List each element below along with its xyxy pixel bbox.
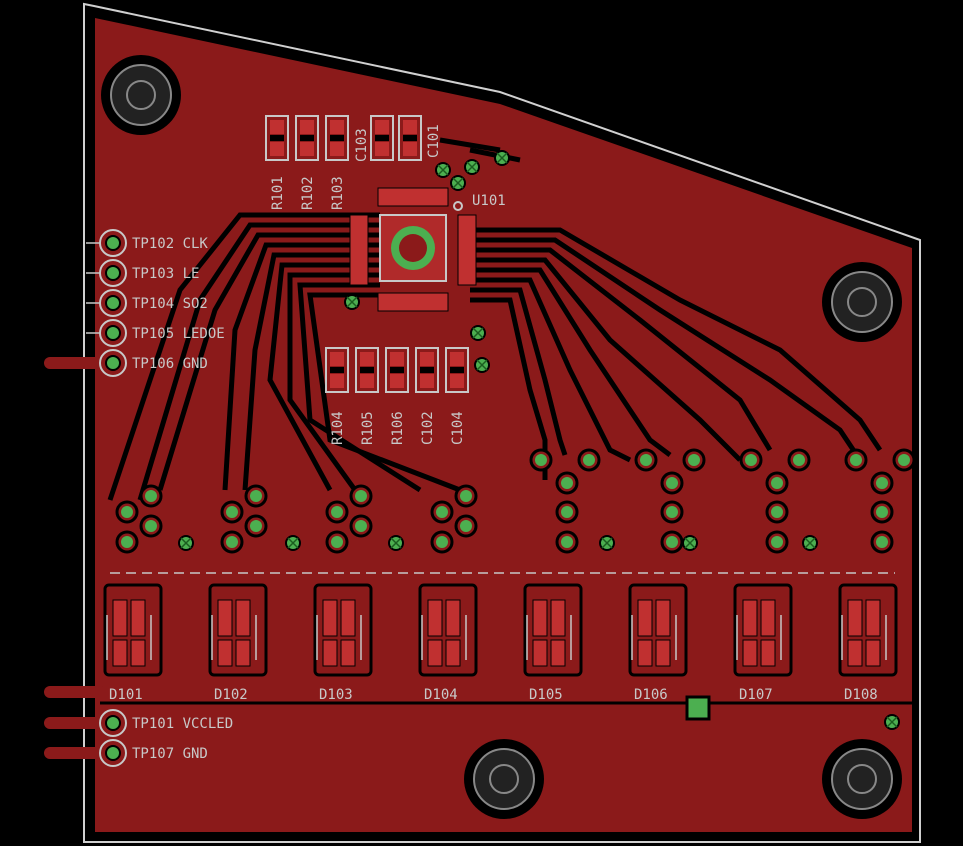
copper-pour <box>95 18 912 832</box>
via <box>802 535 818 551</box>
via <box>388 535 404 551</box>
test-point-label: TP102 CLK <box>132 236 208 252</box>
resistor-r101[interactable] <box>265 115 289 161</box>
label-r103: R103 <box>330 176 346 210</box>
led-array: D101 D102 D103 D104 D105 D106 D107 D108 <box>103 448 916 703</box>
via <box>285 535 301 551</box>
test-point-tp107[interactable]: TP107 GND <box>44 739 208 767</box>
label-c102: C102 <box>420 411 436 445</box>
led-d103[interactable]: D103 <box>313 484 373 703</box>
via <box>599 535 615 551</box>
label-r106: R106 <box>390 411 406 445</box>
led-d107[interactable]: D107 <box>733 448 811 703</box>
led-d101[interactable]: D101 <box>103 484 163 703</box>
led-d108[interactable]: D108 <box>838 448 916 703</box>
label-c104: C104 <box>450 411 466 445</box>
passive-top-row: R101 R102 R103 C103 C101 <box>265 115 442 210</box>
label-c103: C103 <box>354 128 370 162</box>
resistor-r105[interactable] <box>355 347 379 393</box>
ic-u101[interactable] <box>349 187 477 312</box>
label-d108: D108 <box>844 687 878 703</box>
test-point-label: TP105 LEDOE <box>132 326 225 342</box>
mounting-hole-bottom-right <box>822 739 902 819</box>
via <box>464 159 480 175</box>
capacitor-c104[interactable] <box>445 347 469 393</box>
resistor-r106[interactable] <box>385 347 409 393</box>
label-r104: R104 <box>330 411 346 445</box>
via <box>884 714 900 730</box>
label-r105: R105 <box>360 411 376 445</box>
mounting-hole-top-left <box>101 55 181 135</box>
test-point-tp106[interactable]: TP106 GND <box>44 349 208 377</box>
via <box>178 535 194 551</box>
mounting-hole-bottom-mid <box>464 739 544 819</box>
resistor-r102[interactable] <box>295 115 319 161</box>
capacitor-c101[interactable] <box>398 115 422 161</box>
via <box>470 325 486 341</box>
vias <box>178 150 900 730</box>
test-point-label: TP104 SO2 <box>132 296 208 312</box>
led-d104[interactable]: D104 <box>418 484 478 703</box>
label-d103: D103 <box>319 687 353 703</box>
via <box>435 162 451 178</box>
test-point-tp102[interactable]: TP102 CLK <box>86 229 208 257</box>
test-point-label: TP103 LE <box>132 266 199 282</box>
mounting-hole-right <box>822 262 902 342</box>
led-d105[interactable]: D105 <box>523 448 601 703</box>
label-d105: D105 <box>529 687 563 703</box>
resistor-r103[interactable] <box>325 115 349 161</box>
via <box>682 535 698 551</box>
label-d104: D104 <box>424 687 458 703</box>
led-d106[interactable]: D106 <box>628 448 706 703</box>
ic-label: U101 <box>472 193 506 209</box>
traces <box>107 137 883 501</box>
via <box>494 150 510 166</box>
label-d102: D102 <box>214 687 248 703</box>
bus-pad <box>685 695 711 721</box>
test-point-tp103[interactable]: TP103 LE <box>86 259 199 287</box>
label-d107: D107 <box>739 687 773 703</box>
label-c101: C101 <box>426 124 442 158</box>
test-point-label: TP107 GND <box>132 746 208 762</box>
label-d106: D106 <box>634 687 668 703</box>
via <box>474 357 490 373</box>
via <box>344 294 360 310</box>
passive-bottom-row: R104 R105 R106 C102 C104 <box>325 347 469 445</box>
label-r101: R101 <box>270 176 286 210</box>
capacitor-c103[interactable] <box>370 115 394 161</box>
label-d101: D101 <box>109 687 143 703</box>
label-r102: R102 <box>300 176 316 210</box>
capacitor-c102[interactable] <box>415 347 439 393</box>
test-point-tp104[interactable]: TP104 SO2 <box>86 289 208 317</box>
test-point-label: TP101 VCCLED <box>132 716 233 732</box>
test-point-tp105[interactable]: TP105 LEDOE <box>86 319 225 347</box>
test-point-tp101[interactable]: TP101 VCCLED <box>44 709 233 737</box>
resistor-r104[interactable] <box>325 347 349 393</box>
via <box>450 175 466 191</box>
test-point-label: TP106 GND <box>132 356 208 372</box>
led-d102[interactable]: D102 <box>208 484 268 703</box>
